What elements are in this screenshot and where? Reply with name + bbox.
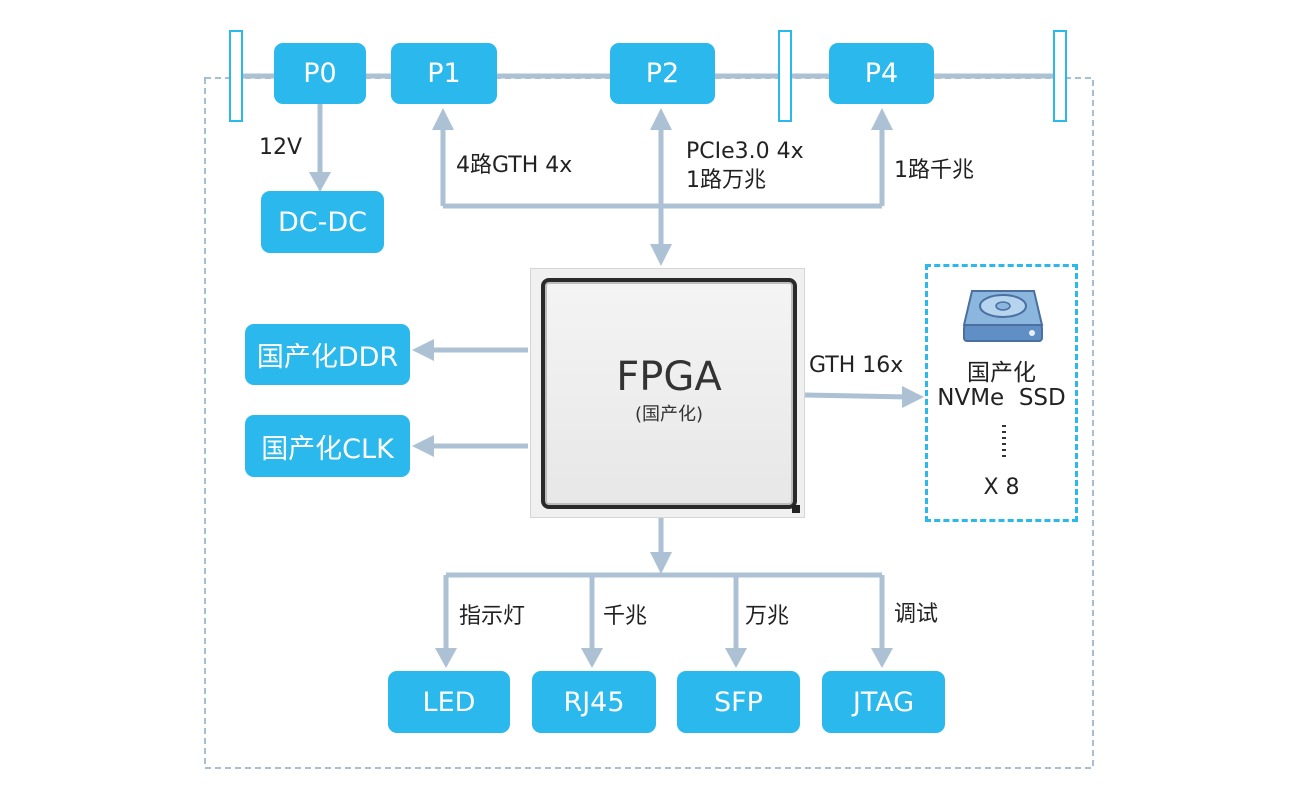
rail-cap-middle <box>778 30 792 122</box>
arrow-jtag <box>871 648 893 668</box>
peripheral-label-jtag: 调试 <box>894 602 939 627</box>
peripheral-label-led: 指示灯 <box>459 604 526 629</box>
arrow-ssd <box>902 386 924 408</box>
connector-p2: P2 <box>610 43 715 104</box>
wire-fpga-ssd <box>804 392 909 400</box>
rail-cap-left <box>229 30 243 122</box>
ssd-name-line1: 国产化 <box>967 360 1036 386</box>
p2-link-label-line1: PCIe3.0 4x <box>686 139 804 164</box>
ddr-module: 国产化DDR <box>245 324 410 385</box>
arrow-sfp <box>725 648 747 668</box>
fpga-die: FPGA (国产化) <box>541 278 797 509</box>
arrow-p1 <box>432 108 454 130</box>
arrow-fpga-top <box>650 244 672 266</box>
ssd-name-line2: NVMe SSD <box>937 385 1066 411</box>
ssd-link-label: GTH 16x <box>809 353 904 378</box>
arrow-p2 <box>650 108 672 130</box>
fpga-subtitle: (国产化) <box>634 404 704 425</box>
arrow-dcdc <box>309 172 331 192</box>
arrow-clk <box>412 435 434 457</box>
arrow-rj45 <box>581 648 603 668</box>
p4-link-label: 1路千兆 <box>894 158 974 183</box>
peripheral-label-rj45: 千兆 <box>603 604 648 629</box>
jtag-module: JTAG <box>822 671 945 733</box>
hard-drive-icon <box>962 290 1044 342</box>
dcdc-module: DC-DC <box>261 191 384 253</box>
ssd-group: 国产化 NVMe SSD X 8 <box>925 264 1078 522</box>
p2-link-label-line2: 1路万兆 <box>686 168 766 193</box>
connector-p1: P1 <box>391 43 497 104</box>
rj45-module: RJ45 <box>532 671 656 733</box>
sfp-module: SFP <box>677 671 800 733</box>
connector-p0: P0 <box>274 43 366 104</box>
ssd-ellipsis <box>1002 425 1006 461</box>
arrow-periph-bus <box>650 552 672 574</box>
ssd-count: X 8 <box>983 475 1020 500</box>
peripheral-label-sfp: 万兆 <box>745 604 790 629</box>
arrow-ddr <box>412 339 434 361</box>
clk-module: 国产化CLK <box>245 415 410 477</box>
fpga-title: FPGA <box>616 354 722 400</box>
fpga-chip: FPGA (国产化) <box>530 268 805 518</box>
arrow-led <box>435 648 457 668</box>
voltage-label: 12V <box>259 135 303 160</box>
rail-cap-right <box>1053 30 1067 122</box>
p1-link-label: 4路GTH 4x <box>456 153 573 178</box>
led-module: LED <box>388 671 510 733</box>
arrow-p4 <box>871 108 893 130</box>
connector-p4: P4 <box>829 43 934 104</box>
fpga-pin1-mark <box>792 505 800 513</box>
